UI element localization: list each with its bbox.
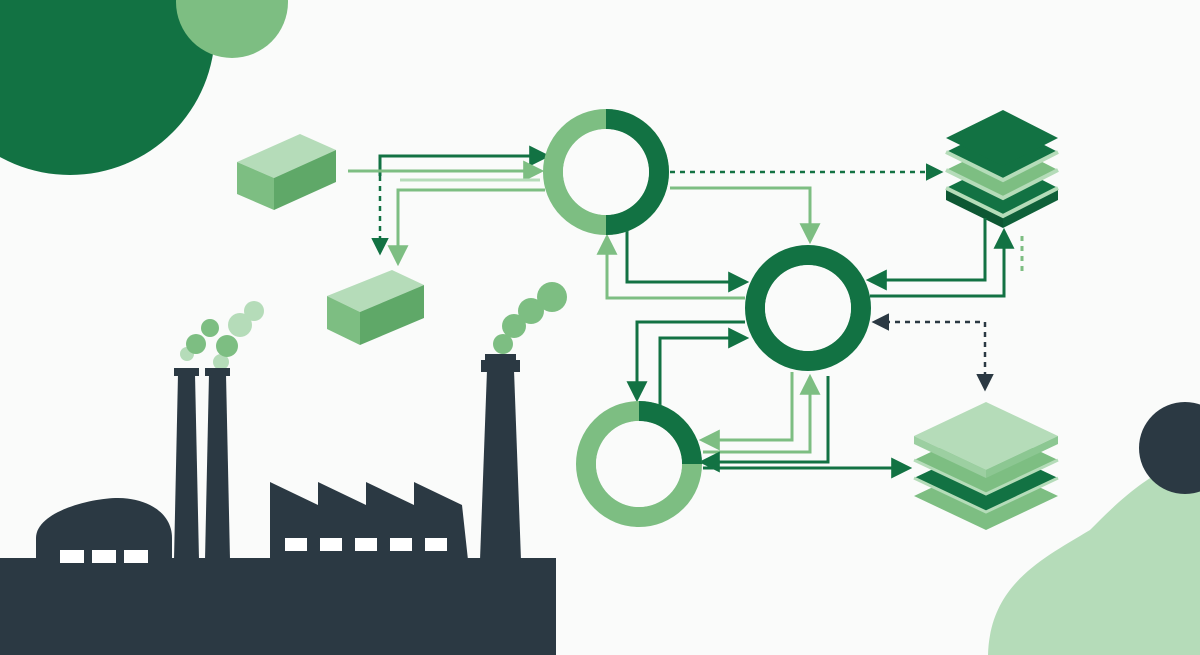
connector-light-center-to-node-top [596, 233, 745, 300]
factory [0, 282, 567, 655]
top-left-green-blob [0, 0, 215, 175]
connector-light-center-to-bottom-node [698, 372, 794, 451]
block-middle-left [327, 270, 424, 345]
connector-light-to-middle-block [387, 188, 545, 267]
bottom-right-light-blob [988, 455, 1200, 655]
chimney-left [174, 374, 199, 560]
chimney-right [480, 370, 521, 560]
top-left-light-circle [176, 0, 288, 58]
connector-block-to-node-top [378, 145, 551, 176]
node-center [745, 245, 871, 371]
factory-windows [60, 538, 447, 563]
right-charcoal-dot [1139, 402, 1200, 494]
sawtooth-roof-building [270, 482, 468, 560]
node-bottom-left [576, 401, 702, 527]
chimney-middle [205, 374, 230, 560]
connectors [348, 145, 1024, 479]
connector-dark-node-top-to-center [625, 225, 750, 293]
connector-light-center-to-stack [870, 227, 1015, 298]
node-top [543, 109, 669, 235]
connector-light-bottom-node-to-center [703, 373, 821, 454]
smoke-puffs [180, 282, 567, 370]
connector-dashed-center-to-bottom-stack [871, 313, 994, 392]
connector-dark-bottom-node-to-center-2 [698, 376, 830, 473]
connector-dark-center-to-bottom-node [626, 320, 745, 403]
layer-stack-bottom-right [913, 402, 1059, 530]
connector-dark-stack-to-center [865, 218, 987, 291]
connector-light-node-top-to-center [670, 186, 821, 245]
factory-base [0, 558, 556, 655]
layer-stack-top-right [945, 110, 1059, 228]
domed-building [36, 498, 172, 560]
block-top-left [237, 134, 336, 210]
connector-dark-bottom-node-to-center [658, 327, 750, 420]
